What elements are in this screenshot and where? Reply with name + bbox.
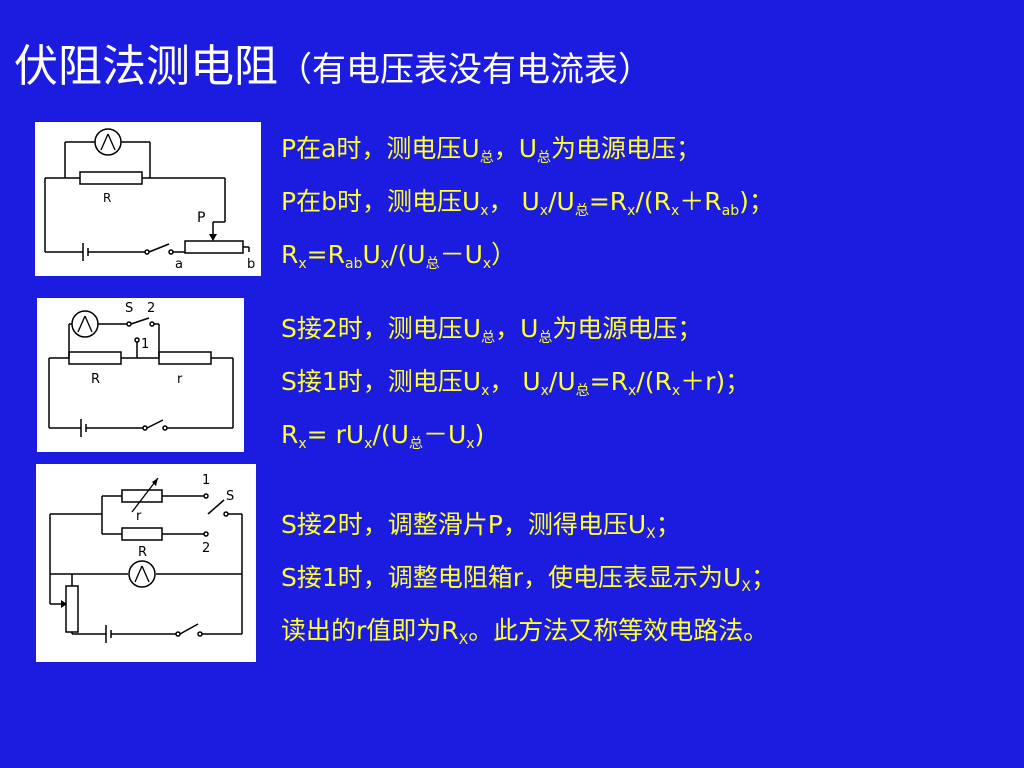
m2l1-a: S接2时，测电压U <box>281 314 482 343</box>
method2-text: S接2时，测电压U总，U总为电源电压； S接1时，测电压Ux， Ux/U总=Rx… <box>281 307 750 466</box>
title-subtitle: （有电压表没有电流表） <box>278 50 652 90</box>
m2l2-sub3: 总 <box>575 383 590 399</box>
m1l1-sub2: 总 <box>537 150 552 166</box>
m1l2-g: )； <box>739 187 774 216</box>
title-main: 伏阻法测电阻 <box>14 41 278 92</box>
diagram2-label-2: 2 <box>147 301 155 316</box>
m1l2-sub4: x <box>627 203 636 219</box>
m1l1-a: P在a时，测电压U <box>281 134 480 163</box>
diagram3-label-r: R <box>138 545 147 560</box>
m3l3-a: 读出的r值即为R <box>281 616 459 645</box>
diagram3-label-small-r: r <box>136 509 142 524</box>
method2-line3: Rx= rUx/(U总－Ux) <box>281 413 750 466</box>
m2l1-sub2: 总 <box>538 330 553 346</box>
m1l3-d: /(U <box>389 240 426 269</box>
m2l3-d: －U <box>422 420 467 449</box>
diagram1-label-a: a <box>175 257 183 272</box>
m1l2-sub2: x <box>539 203 549 219</box>
m2l1-sub1: 总 <box>481 330 496 346</box>
method3-text: S接2时，调整滑片P，测得电压UX； S接1时，调整电阻箱r，使电压表显示为UX… <box>281 503 776 662</box>
m3l1-a: S接2时，调整滑片P，测得电压U <box>281 510 647 539</box>
m2l3-sub1: x <box>298 436 307 452</box>
method1-line3: Rx=RabUx/(U总－Ux） <box>281 233 774 286</box>
m1l1-b: ，U <box>493 134 538 163</box>
m1l1-sub1: 总 <box>479 150 494 166</box>
diagram2-label-s: S <box>125 301 133 316</box>
m2l3-sub4: x <box>466 436 475 452</box>
m1l3-sub2: ab <box>345 256 363 272</box>
m2l2-a: S接1时，测电压U <box>281 367 482 396</box>
m2l2-sub5: x <box>671 383 681 399</box>
m2l1-b: ，U <box>495 314 539 343</box>
diagram1-label-p: P <box>197 210 205 226</box>
method1-text: P在a时，测电压U总，U总为电源电压； P在b时，测电压Ux， Ux/U总=Rx… <box>281 127 774 286</box>
m1l3-a: R <box>281 240 299 269</box>
m1l2-sub1: x <box>480 203 489 219</box>
m2l3-b: = rU <box>306 420 365 449</box>
m2l2-sub4: x <box>627 383 637 399</box>
m1l3-sub1: x <box>298 256 307 272</box>
m2l1-c: 为电源电压； <box>552 314 703 343</box>
circuit-diagram-1: R P a b <box>35 122 261 276</box>
method3-line2: S接1时，调整电阻箱r，使电压表显示为UX； <box>281 556 776 609</box>
m1l3-c: U <box>362 240 381 269</box>
m2l2-c: /U <box>548 367 576 396</box>
method2-line2: S接1时，测电压Ux， Ux/U总=Rx/(Rx＋r)； <box>281 360 750 413</box>
method3-line3: 读出的r值即为RX。此方法又称等效电路法。 <box>281 609 776 662</box>
m2l2-b: ， U <box>489 367 541 396</box>
m2l3-sub3: 总 <box>408 436 423 452</box>
diagram3-label-2: 2 <box>202 541 210 556</box>
m3l1-b: ； <box>655 510 681 539</box>
m1l2-sub5: x <box>671 203 680 219</box>
m2l3-sub2: x <box>364 436 373 452</box>
circuit-diagram-2: S 2 1 R r <box>37 298 244 452</box>
m1l3-sub4: 总 <box>425 256 440 272</box>
m2l3-a: R <box>281 420 299 449</box>
m1l2-sub3: 总 <box>574 203 589 219</box>
m1l2-a: P在b时，测电压U <box>281 187 481 216</box>
m3l2-a: S接1时，调整电阻箱r，使电压表显示为U <box>281 563 742 592</box>
diagram3-label-s: S <box>226 489 234 504</box>
method1-line2: P在b时，测电压Ux， Ux/U总=Rx/(Rx＋Rab)； <box>281 180 774 233</box>
m2l2-d: =R <box>589 367 628 396</box>
slide-title: 伏阻法测电阻（有电压表没有电流表） <box>14 30 652 94</box>
method3-line1: S接2时，调整滑片P，测得电压UX； <box>281 503 776 556</box>
m1l1-c: 为电源电压； <box>551 134 702 163</box>
m2l2-sub2: x <box>540 383 549 399</box>
m1l3-b: =R <box>306 240 345 269</box>
m1l2-d: =R <box>588 187 628 216</box>
m3l1-sub1: X <box>646 526 656 542</box>
m1l3-e: －U <box>439 240 483 269</box>
m2l3-c: /(U <box>372 420 409 449</box>
m1l2-sub6: ab <box>721 203 740 219</box>
m1l3-sub5: x <box>482 256 492 272</box>
m2l2-e: /(R <box>636 367 672 396</box>
diagram3-label-1: 1 <box>202 473 210 488</box>
m1l3-f: ） <box>491 240 517 269</box>
m1l2-e: /(R <box>635 187 671 216</box>
diagram2-label-small-r: r <box>177 372 183 387</box>
diagram2-label-r: R <box>91 372 100 387</box>
method1-line1: P在a时，测电压U总，U总为电源电压； <box>281 127 774 180</box>
m2l2-f: ＋r)； <box>680 367 751 396</box>
diagram1-label-r: R <box>103 191 111 205</box>
m1l2-f: ＋R <box>679 187 722 216</box>
m3l2-b: ； <box>750 563 776 592</box>
m3l2-sub1: X <box>741 579 751 595</box>
circuit-diagram-3: 1 S 2 r R <box>36 464 256 662</box>
m1l2-b: ， U <box>488 187 540 216</box>
m1l2-c: /U <box>548 187 575 216</box>
method2-line1: S接2时，测电压U总，U总为电源电压； <box>281 307 750 360</box>
m2l2-sub1: x <box>481 383 490 399</box>
m2l3-e: ) <box>474 420 485 449</box>
m3l3-sub1: X <box>458 632 469 648</box>
diagram1-label-b: b <box>247 257 255 272</box>
diagram2-label-1: 1 <box>141 337 149 352</box>
m3l3-b: 。此方法又称等效电路法。 <box>468 616 769 645</box>
m1l3-sub3: x <box>380 256 390 272</box>
